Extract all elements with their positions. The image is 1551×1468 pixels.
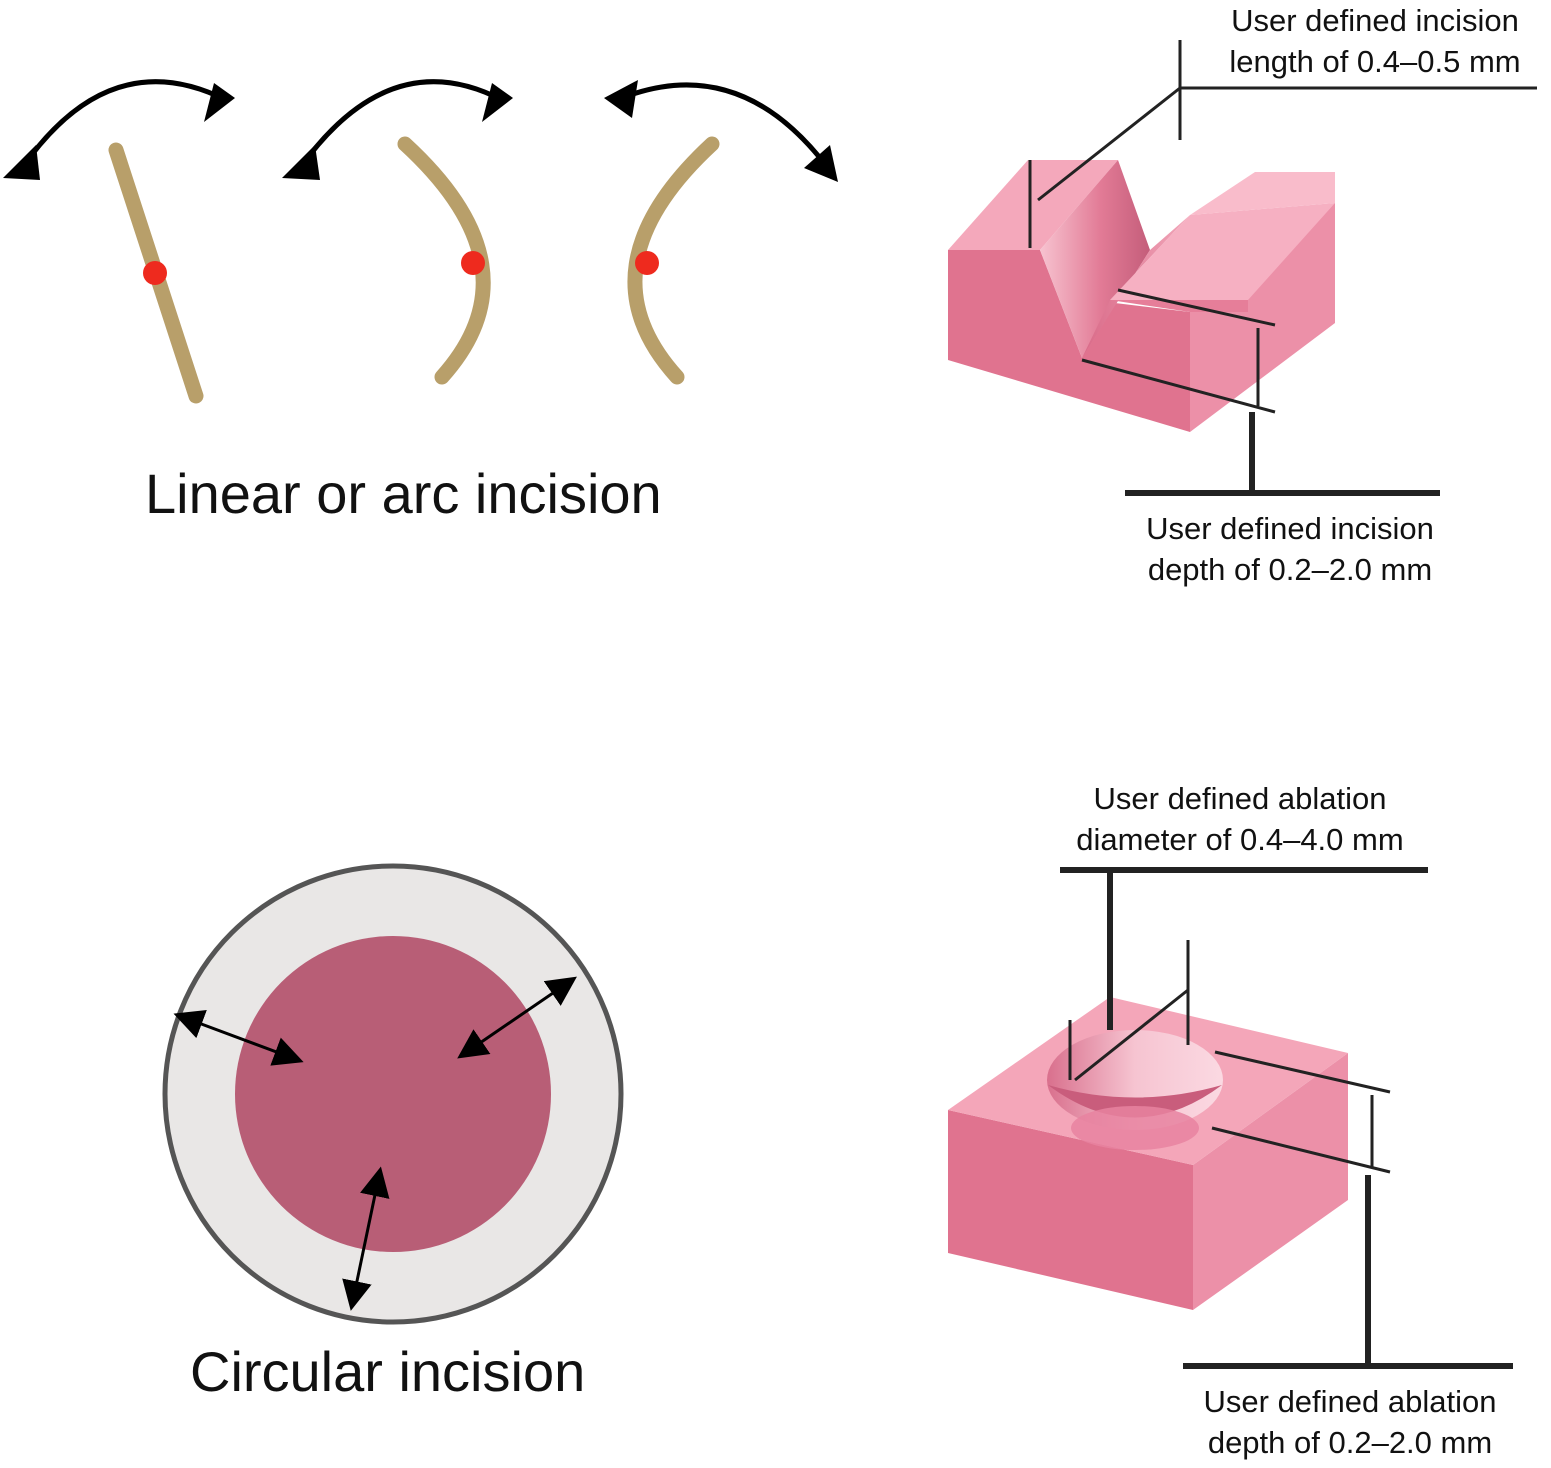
incision-depth-label-line1: User defined incision bbox=[1146, 511, 1434, 546]
ablation-diameter-label: User defined ablation diameter of 0.4–4.… bbox=[1050, 778, 1430, 860]
arc-incision-left bbox=[627, 136, 720, 385]
ablation-tissue-block bbox=[948, 997, 1348, 1310]
rotation-arrow-1 bbox=[3, 79, 235, 180]
linear-incision bbox=[108, 142, 204, 404]
circular-incision bbox=[162, 863, 624, 1325]
depth-dimension-lines bbox=[1081, 288, 1440, 496]
arc-incision-right bbox=[397, 136, 491, 385]
length-dimension-lines bbox=[1028, 40, 1537, 248]
ablation-diameter-label-line2: diameter of 0.4–4.0 mm bbox=[1076, 822, 1404, 857]
v-groove-tissue-block bbox=[948, 160, 1335, 432]
diameter-dimension-lines bbox=[1060, 867, 1428, 1082]
radial-arrows bbox=[173, 976, 577, 1311]
ablation-depth-label: User defined ablation depth of 0.2–2.0 m… bbox=[1170, 1381, 1530, 1463]
rotation-arrow-3 bbox=[604, 80, 838, 182]
ablation-depth-dimension-lines bbox=[1183, 1050, 1513, 1369]
ablation-depth-label-line2: depth of 0.2–2.0 mm bbox=[1207, 1425, 1493, 1460]
circular-caption: Circular incision bbox=[190, 1340, 586, 1403]
incision-length-label-line1: User defined incision bbox=[1231, 3, 1519, 38]
incision-length-label: User defined incision length of 0.4–0.5 … bbox=[1200, 0, 1550, 82]
ablation-depth-label-line1: User defined ablation bbox=[1203, 1384, 1497, 1419]
incision-length-label-line2: length of 0.4–0.5 mm bbox=[1229, 44, 1521, 79]
linear-arc-caption: Linear or arc incision bbox=[145, 462, 662, 525]
rotation-arrow-2 bbox=[282, 79, 513, 180]
ablation-diameter-label-line1: User defined ablation bbox=[1093, 781, 1387, 816]
incision-depth-label-line2: depth of 0.2–2.0 mm bbox=[1147, 552, 1433, 587]
incision-depth-label: User defined incision depth of 0.2–2.0 m… bbox=[1115, 508, 1465, 590]
